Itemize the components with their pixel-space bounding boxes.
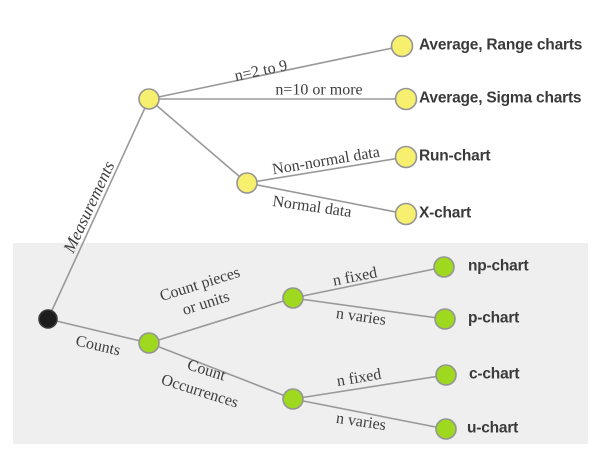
edge-non-normal-data — [246, 156, 407, 184]
average-sigma-node — [394, 87, 418, 111]
normality-branch-node — [236, 172, 258, 194]
p-chart-label: p-chart — [468, 310, 519, 327]
tree-nodes — [38, 34, 457, 440]
p-n-varies-edge-label: n varies — [335, 305, 387, 329]
edge-counts — [47, 318, 150, 344]
average-range-node — [390, 34, 414, 58]
edge-np-n-fixed — [292, 266, 445, 299]
counts-hub-node — [138, 332, 160, 354]
edge-u-n-varies — [292, 398, 447, 430]
average-range-label: Average, Range charts — [419, 37, 582, 54]
edge-count-occurrences — [148, 342, 294, 400]
non-normal-data-edge-label: Non-normal data — [271, 144, 381, 179]
run-chart-label: Run-chart — [419, 148, 490, 165]
c-chart-label: c-chart — [469, 366, 519, 383]
x-chart-label: X-chart — [419, 205, 471, 222]
x-chart-node — [394, 202, 418, 226]
leaf-labels: Average, Range charts Average, Sigma cha… — [419, 37, 582, 437]
measurements-edge-label: Measurements — [59, 158, 118, 257]
average-sigma-label: Average, Sigma charts — [419, 90, 581, 107]
run-chart-node — [394, 145, 418, 169]
n-10-or-more-edge-label: n=10 or more — [275, 82, 362, 99]
p-chart-node — [434, 308, 456, 330]
edge-c-n-fixed — [292, 374, 447, 400]
edge-normal-data — [246, 182, 407, 215]
edge-count-pieces — [148, 297, 294, 344]
edge-measurements — [47, 98, 150, 320]
u-chart-label: u-chart — [467, 420, 518, 437]
measurements-hub-node — [138, 88, 160, 110]
root-node — [38, 309, 58, 329]
np-chart-node — [433, 256, 455, 278]
edge-n-2-to-9 — [148, 45, 403, 100]
normal-data-edge-label: Normal data — [271, 193, 352, 221]
count-pieces-branch-node — [282, 287, 304, 309]
tree-edges — [47, 45, 447, 430]
c-chart-node — [435, 364, 457, 386]
count-occurrences-branch-node — [282, 388, 304, 410]
np-chart-label: np-chart — [468, 258, 528, 275]
u-chart-node — [435, 418, 457, 440]
edge-to-normality-node — [148, 98, 248, 184]
counts-section-panel — [13, 243, 588, 444]
edge-p-n-varies — [292, 297, 446, 320]
